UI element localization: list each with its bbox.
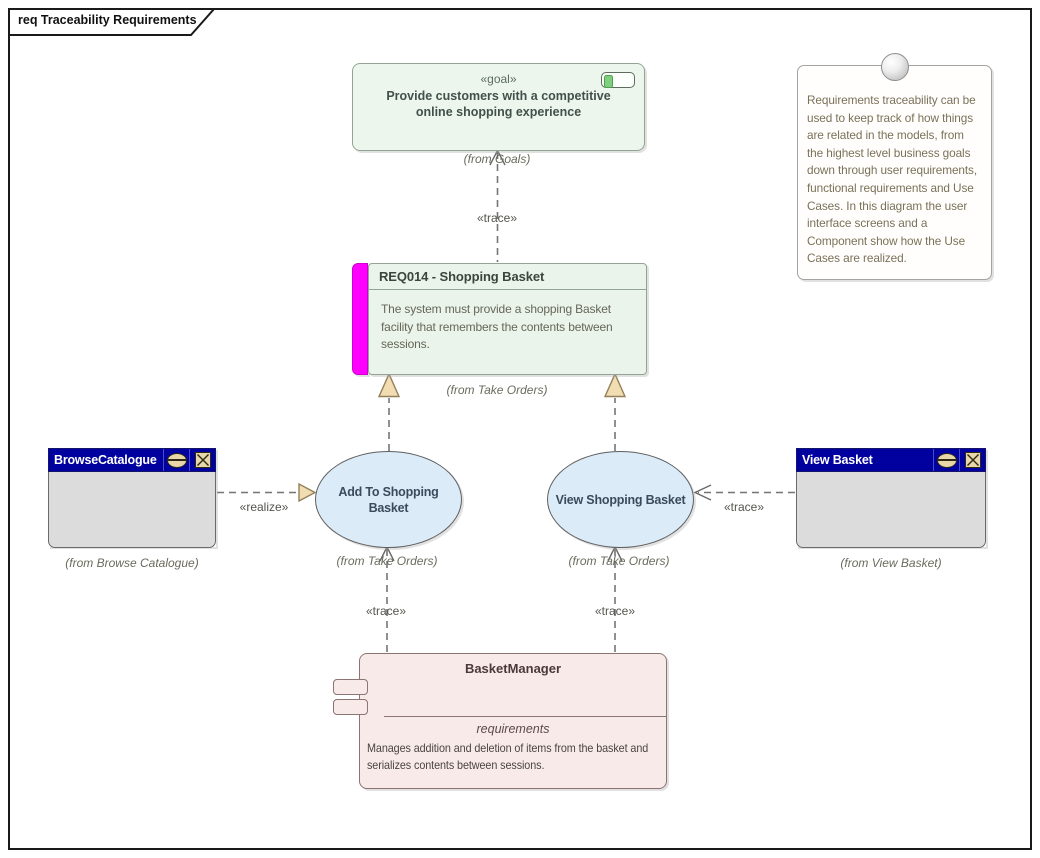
minimize-button[interactable] <box>163 449 189 471</box>
frame-tab-shape <box>8 8 217 36</box>
status-indicator-fill <box>603 74 613 88</box>
minimize-icon <box>936 452 957 468</box>
note-element[interactable]: Requirements traceability can be used to… <box>797 53 992 280</box>
minimize-icon-line <box>167 459 186 461</box>
component-separator <box>384 716 666 717</box>
goal-name: Provide customers with a competitive onl… <box>386 89 611 119</box>
close-button[interactable] <box>959 449 985 471</box>
screen-body <box>796 472 986 548</box>
usecase-view-shopping-basket[interactable]: View Shopping Basket <box>547 451 694 548</box>
screen-body <box>48 472 216 548</box>
component-interface-icon <box>333 679 368 695</box>
screen-titlebar: BrowseCatalogue <box>48 448 216 472</box>
usecase-add-to-shopping-basket[interactable]: Add To Shopping Basket <box>315 451 462 548</box>
minimize-icon <box>166 452 187 468</box>
requirement-element[interactable]: REQ014 - Shopping Basket The system must… <box>368 263 647 375</box>
component-name: BasketManager <box>464 661 562 676</box>
trace-label-component-left: «trace» <box>365 604 407 618</box>
requirement-color-bar <box>352 263 368 375</box>
requirement-name: REQ014 - Shopping Basket <box>369 264 646 290</box>
usecase-view-from-label: (from Take Orders) <box>568 554 670 568</box>
diagram-title: req Traceability Requirements <box>18 13 197 27</box>
status-indicator-icon <box>601 72 635 88</box>
trace-label-goal: «trace» <box>476 211 518 225</box>
note-pin-icon <box>881 53 909 81</box>
goal-element[interactable]: «goal» Provide customers with a competit… <box>352 63 645 151</box>
screen-browse-from-label: (from Browse Catalogue) <box>65 556 199 570</box>
screen-title: View Basket <box>802 453 873 467</box>
component-section-label: requirements <box>476 722 550 736</box>
close-button[interactable] <box>189 449 215 471</box>
close-icon <box>194 452 211 468</box>
usecase-add-from-label: (from Take Orders) <box>336 554 438 568</box>
requirement-from-label: (from Take Orders) <box>446 383 548 397</box>
goal-stereotype: «goal» <box>480 72 517 86</box>
screen-view-from-label: (from View Basket) <box>840 556 942 570</box>
diagram-frame <box>8 8 1032 850</box>
usecase-name: Add To Shopping Basket <box>338 484 439 515</box>
trace-label-viewbasket: «trace» <box>723 500 765 514</box>
screen-view-basket[interactable]: View Basket <box>796 448 986 548</box>
note-text: Requirements traceability can be used to… <box>807 93 978 266</box>
realize-label: «realize» <box>239 500 289 514</box>
goal-from-label: (from Goals) <box>463 152 531 166</box>
usecase-name: View Shopping Basket <box>555 492 686 507</box>
diagram-frame-tab <box>8 8 217 36</box>
trace-label-component-right: «trace» <box>594 604 636 618</box>
screen-title: BrowseCatalogue <box>54 453 157 467</box>
component-description: Manages addition and deletion of items f… <box>367 741 649 772</box>
screen-titlebar: View Basket <box>796 448 986 472</box>
close-icon <box>964 452 981 468</box>
component-interface-icon <box>333 699 368 715</box>
screen-browse-catalogue[interactable]: BrowseCatalogue <box>48 448 216 548</box>
requirement-description: The system must provide a shopping Baske… <box>381 302 613 351</box>
minimize-icon-line <box>937 459 956 461</box>
minimize-button[interactable] <box>933 449 959 471</box>
component-basket-manager[interactable]: BasketManager requirements Manages addit… <box>333 653 667 789</box>
